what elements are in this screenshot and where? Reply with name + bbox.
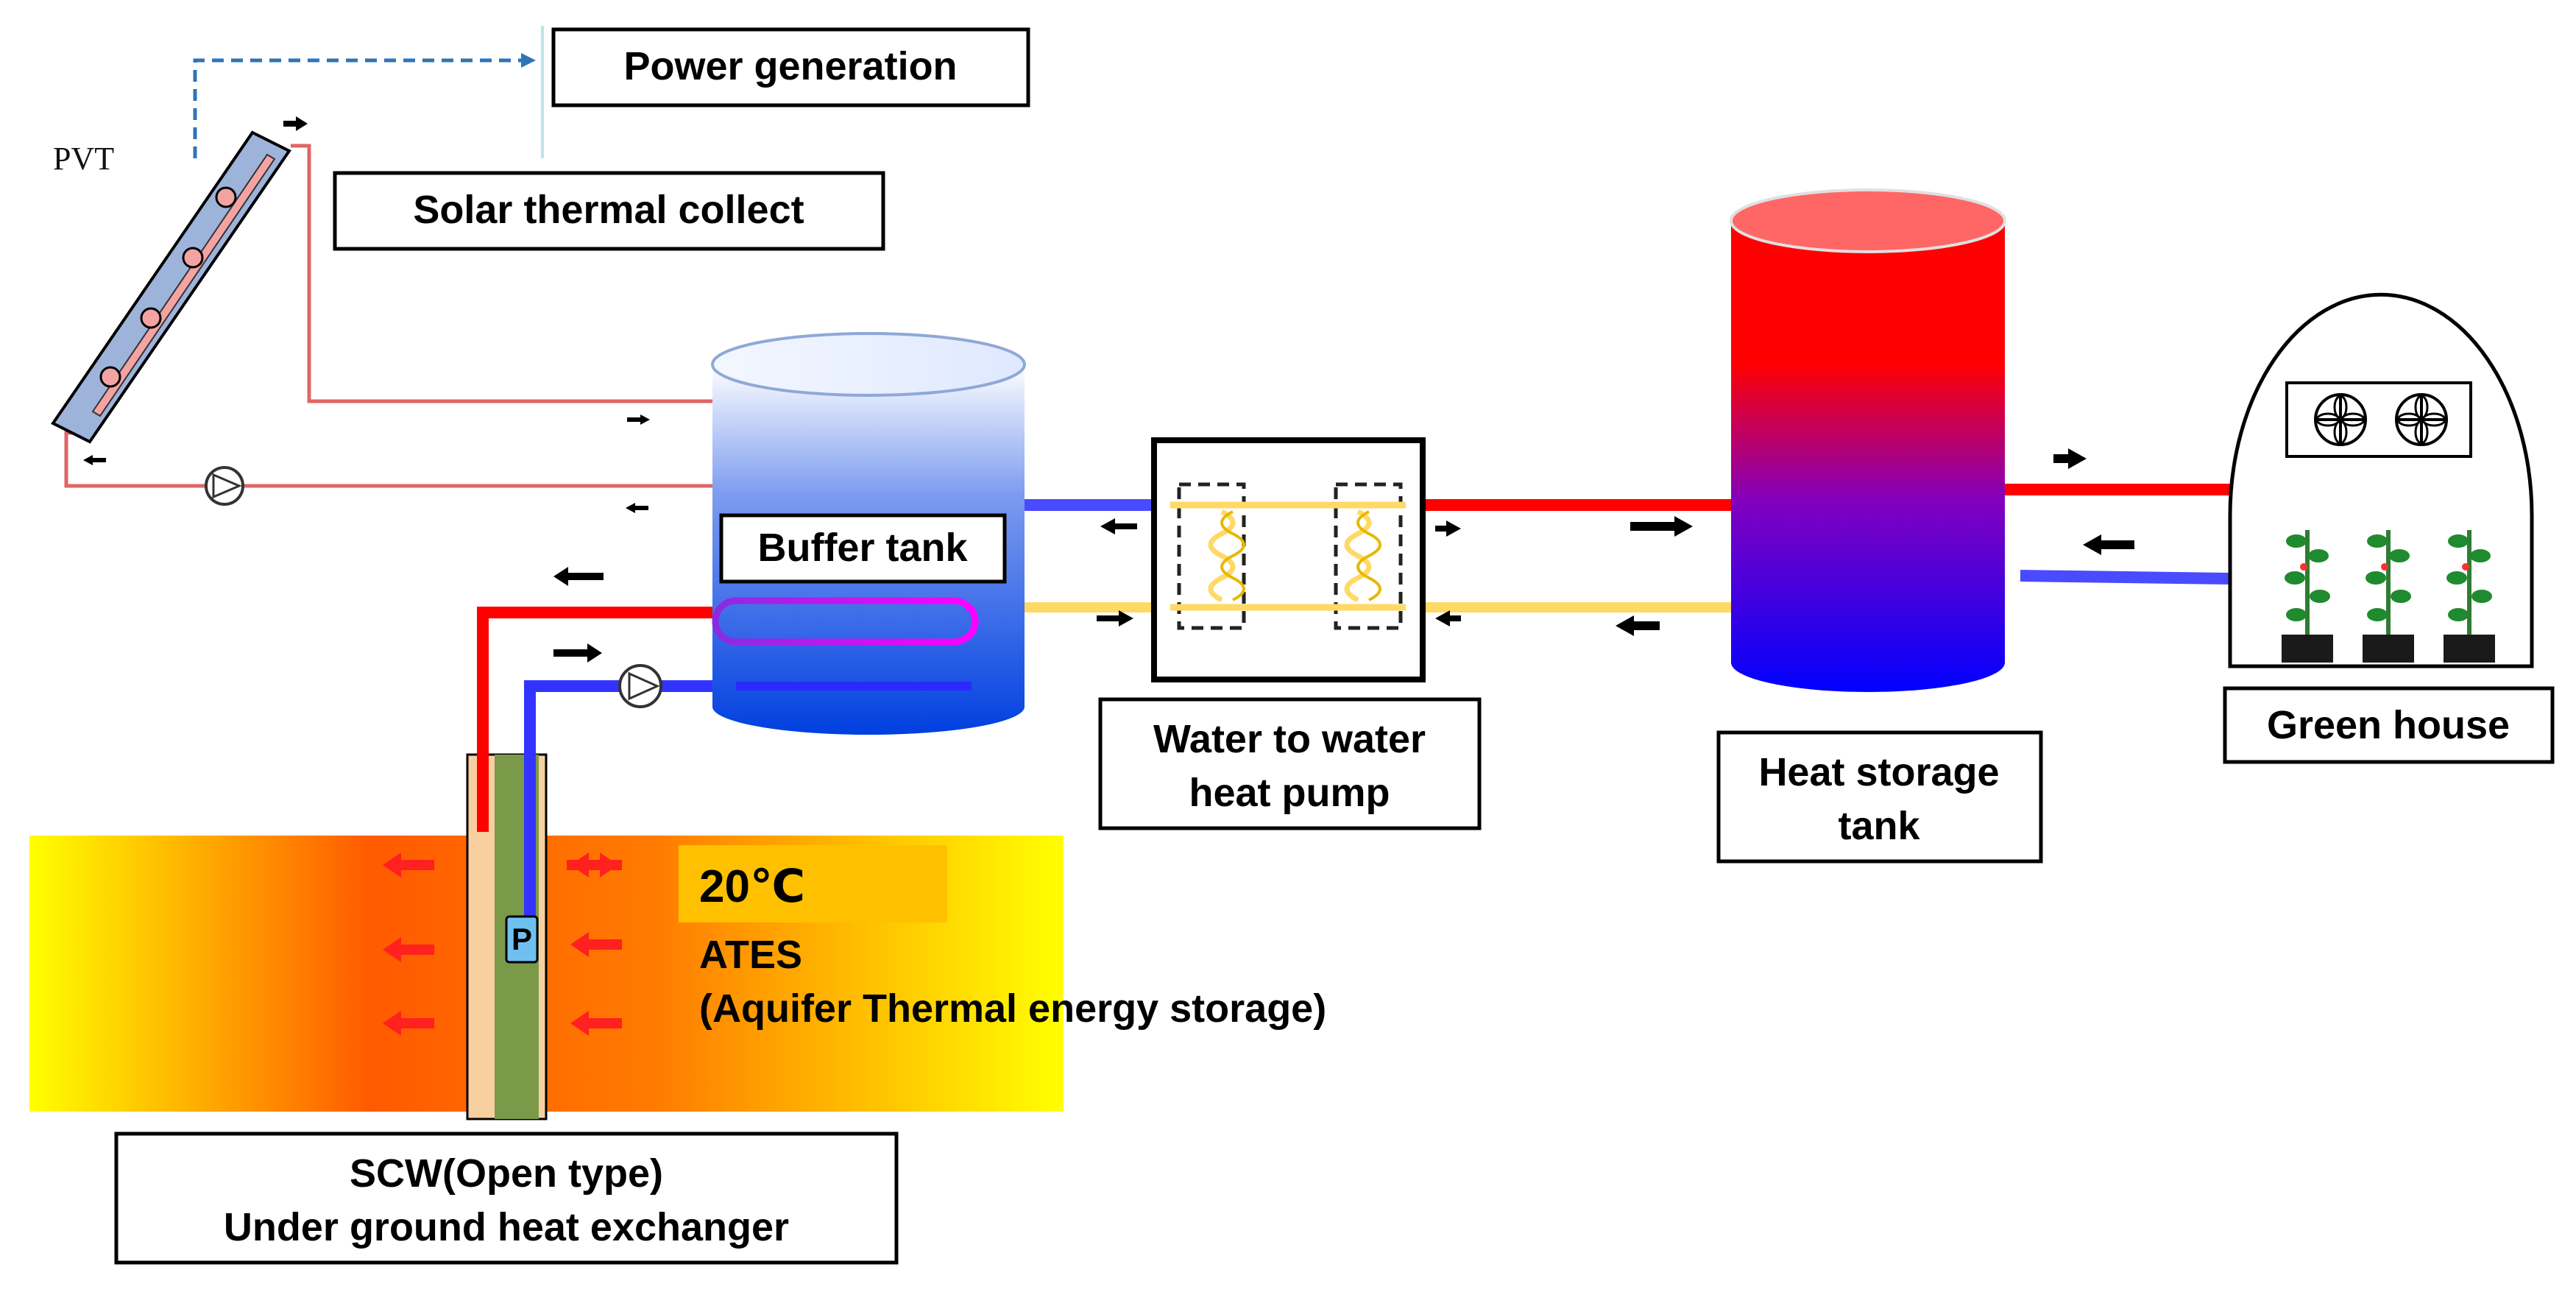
scw-label-line2: Under ground heat exchanger — [224, 1205, 789, 1249]
pump-icon — [205, 466, 244, 506]
heat-storage-label-line2: tank — [1838, 804, 1920, 848]
buffer-tank-label: Buffer tank — [757, 526, 968, 570]
buffer-coil — [712, 597, 979, 646]
ates-label-line2: (Aquifer Thermal energy storage) — [699, 986, 1326, 1031]
solar-return-pipe — [64, 431, 712, 488]
cold-pipe-well — [524, 680, 736, 920]
solar-supply-pipe — [291, 144, 712, 403]
ates-label-line1: ATES — [699, 933, 802, 977]
green-house — [2228, 292, 2534, 668]
fan-icon — [2395, 393, 2448, 446]
power-generation-box: Power generation — [551, 27, 1030, 107]
well-pump-label: P — [512, 922, 532, 956]
buffer-tank-box: Buffer tank — [719, 513, 1007, 584]
fan-icon — [2314, 393, 2367, 446]
power-signal-arrowhead — [521, 53, 536, 68]
power-generation-label: Power generation — [623, 44, 957, 88]
temperature-label: 20℃ — [699, 861, 805, 912]
scw-box: SCW(Open type) Under ground heat exchang… — [114, 1132, 899, 1265]
power-signal-line — [193, 58, 523, 158]
pvt-collector — [51, 130, 291, 444]
heat-pump-unit — [1151, 437, 1426, 682]
heat-storage-label-line1: Heat storage — [1758, 750, 1999, 794]
well-pump-marker — [505, 915, 539, 964]
plant-icon — [2444, 530, 2495, 663]
green-house-box: Green house — [2223, 686, 2555, 764]
solar-thermal-box: Solar thermal collect — [333, 171, 885, 251]
cold-pipe-storage-house — [2020, 570, 2231, 585]
heat-storage-tank — [1730, 188, 2006, 692]
plant-icon — [2282, 530, 2333, 663]
solar-thermal-label: Solar thermal collect — [413, 188, 804, 232]
plant-icon — [2363, 530, 2414, 663]
heat-pump-label-line2: heat pump — [1189, 771, 1390, 815]
heat-pump-label-line1: Water to water — [1153, 717, 1426, 761]
heat-pump-box: Water to water heat pump — [1098, 697, 1482, 830]
pump-icon — [618, 664, 662, 708]
flow-arrows — [83, 116, 2134, 663]
pvt-label: PVT — [53, 141, 114, 177]
heat-flow-arrows — [383, 852, 622, 1036]
heat-storage-box: Heat storage tank — [1716, 730, 2043, 864]
green-house-label: Green house — [2267, 703, 2510, 747]
temperature-badge — [679, 845, 947, 922]
scw-label-line1: SCW(Open type) — [350, 1151, 663, 1196]
